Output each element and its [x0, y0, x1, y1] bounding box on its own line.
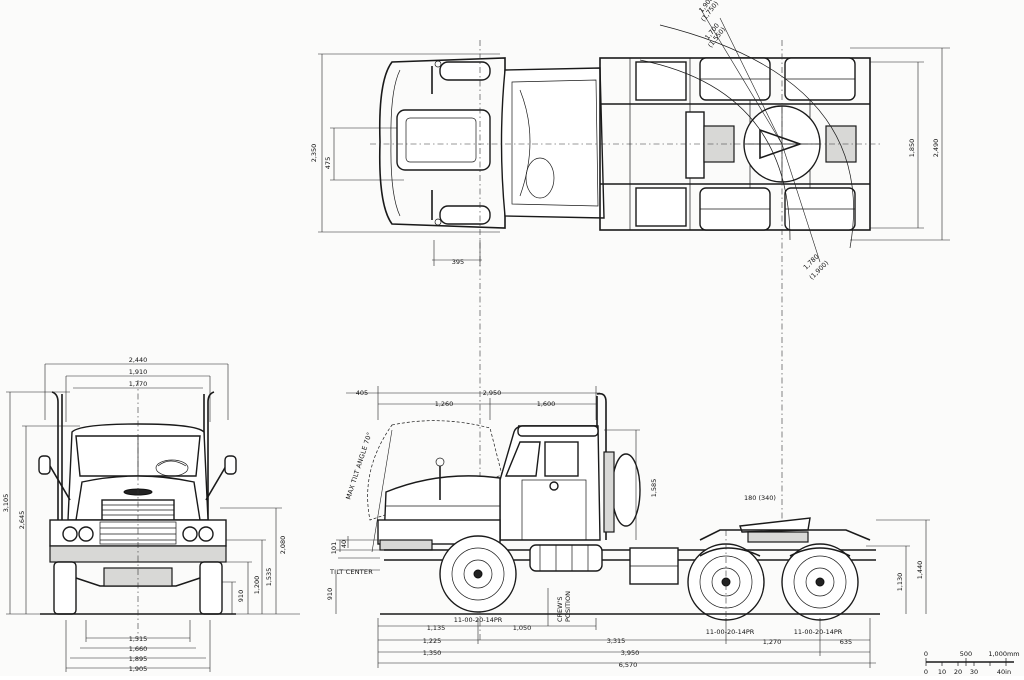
dim-1535: 1,535	[265, 568, 273, 587]
dim-101: 101	[330, 542, 338, 554]
front-view	[6, 363, 300, 672]
dim-3105: 3,105	[2, 494, 10, 513]
rear-wheel-1	[687, 543, 765, 621]
rear-wheel-2	[781, 543, 859, 621]
dim-2950: 2,950	[483, 389, 502, 397]
scale-bot-10: 10	[938, 668, 946, 676]
dim-2440: 2,440	[129, 356, 148, 364]
dim-2490: 2,490	[932, 139, 940, 158]
dim-475: 475	[324, 157, 332, 169]
dim-1440: 1,440	[916, 561, 924, 580]
dim-1660: 1,660	[129, 645, 148, 653]
dim-910-side: 910	[326, 588, 334, 600]
dim-1895: 1,895	[129, 655, 148, 663]
dim-1270: 1,270	[763, 638, 782, 646]
dim-1135: 1,135	[427, 624, 446, 632]
scale-top-1000: 1,000mm	[988, 650, 1019, 658]
dim-1905: 1,905	[129, 665, 148, 673]
tyre-front-label: 11-00-20-14PR	[454, 616, 503, 624]
dim-1770: 1,770	[129, 380, 148, 388]
scale-bot-0: 0	[924, 668, 928, 676]
scale-bot-40: 40in	[997, 668, 1011, 676]
dim-405: 405	[356, 389, 368, 397]
dim-2645: 2,645	[18, 511, 26, 530]
dim-6570: 6,570	[619, 661, 638, 669]
dim-fifth-wheel: 180 (340)	[744, 494, 776, 502]
dim-1225: 1,225	[423, 637, 442, 645]
dim-3315: 3,315	[607, 637, 626, 645]
dim-395: 395	[452, 258, 464, 266]
dim-1260: 1,260	[435, 400, 454, 408]
dim-1050: 1,050	[513, 624, 532, 632]
dim-2350: 2,350	[310, 144, 318, 163]
dim-3950: 3,950	[621, 649, 640, 657]
front-wheel	[439, 535, 517, 613]
dim-1200: 1,200	[253, 576, 261, 595]
crew-position-label-1: CREW'S	[556, 596, 564, 622]
tyre-rear-2-label: 11-00-20-14PR	[794, 628, 843, 636]
dim-1350: 1,350	[423, 649, 442, 657]
dim-1600: 1,600	[537, 400, 556, 408]
dim-1850: 1,850	[908, 139, 916, 158]
tyre-rear-1-label: 11-00-20-14PR	[706, 628, 755, 636]
side-view	[335, 386, 930, 668]
dim-1515: 1,515	[129, 635, 148, 643]
dim-910-front: 910	[237, 590, 245, 602]
scale-top-500: 500	[960, 650, 972, 658]
top-view	[318, 7, 950, 640]
tilt-angle-label: MAX TILT ANGLE 70°	[344, 431, 373, 501]
tilt-center-label: TILT CENTER	[329, 568, 373, 576]
scale-bar	[925, 658, 1014, 666]
dim-1585: 1,585	[650, 479, 658, 498]
scale-bot-20: 20	[954, 668, 962, 676]
dim-635: 635	[840, 638, 852, 646]
dim-1130: 1,130	[896, 573, 904, 592]
dim-1910: 1,910	[129, 368, 148, 376]
dim-2080: 2,080	[279, 536, 287, 555]
scale-bot-30: 30	[970, 668, 978, 676]
scale-top-0: 0	[924, 650, 928, 658]
crew-position-label-2: POSITION	[564, 591, 572, 622]
dim-40: 40	[340, 540, 348, 548]
